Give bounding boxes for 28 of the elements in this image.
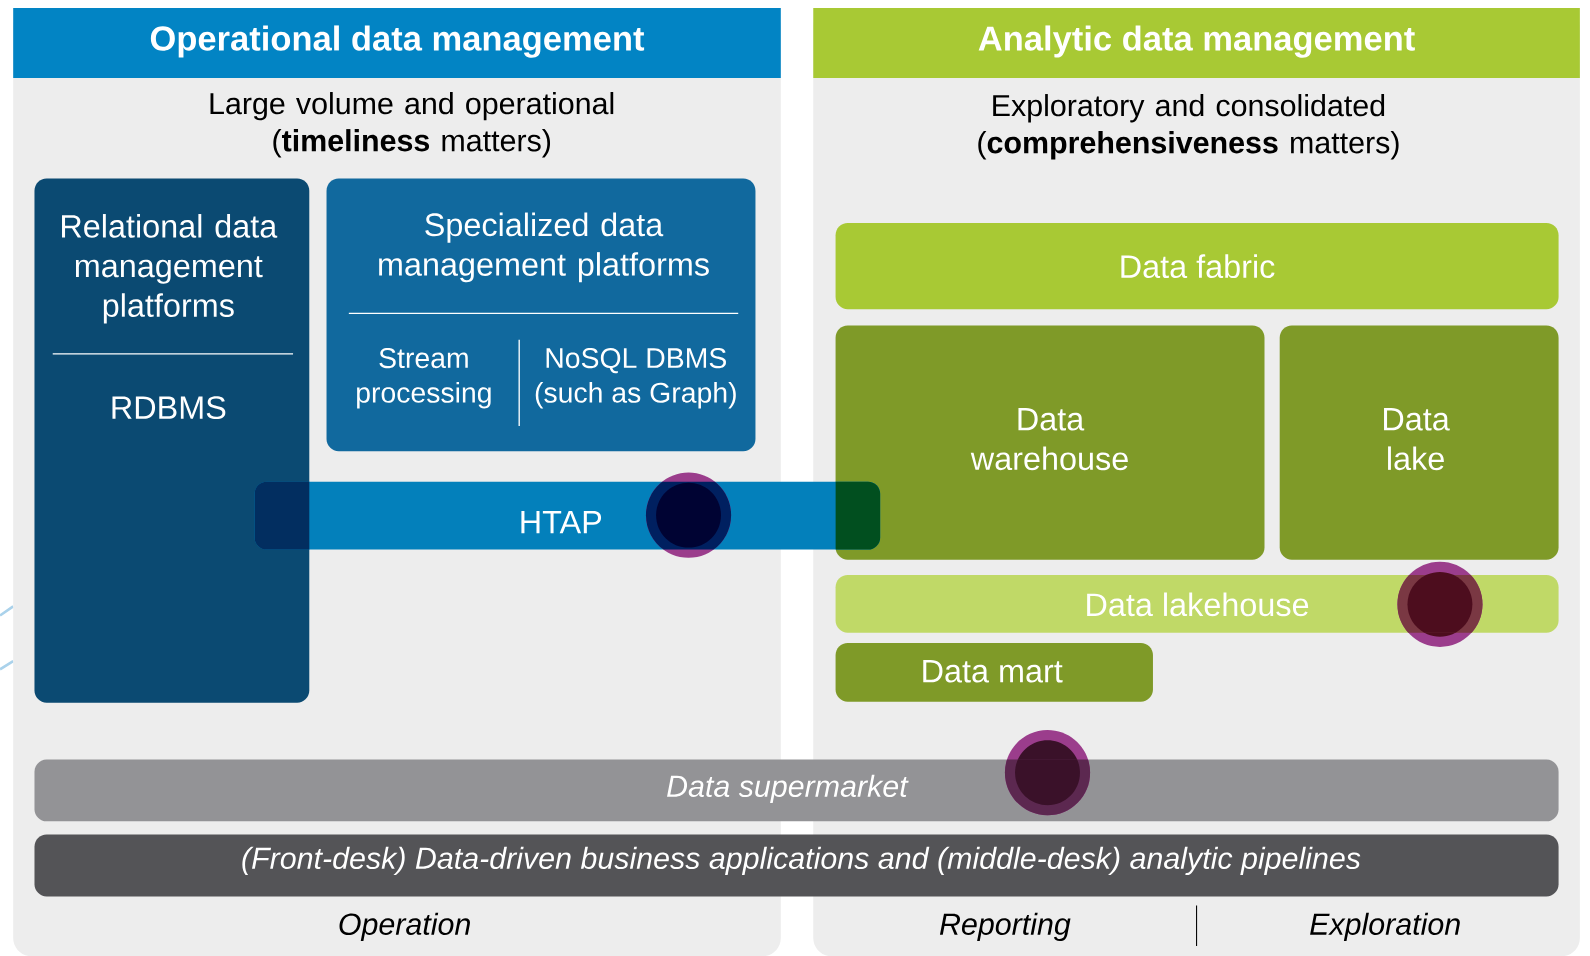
layer-band — [34, 759, 1559, 822]
panel-subtitle: Exploratory and consolidated (comprehensiveness matters) — [978, 93, 1399, 160]
axis-label: Operation — [339, 912, 470, 941]
platform-box — [326, 178, 756, 452]
panel-heading: Operational data management — [150, 25, 645, 58]
platform-box — [835, 325, 1265, 560]
layer-band — [835, 223, 1559, 310]
box-label: Data mart — [923, 659, 1063, 683]
axis-label: Exploration — [1310, 912, 1460, 941]
box-label: Data lakehouse — [1087, 592, 1309, 617]
layer-band — [34, 834, 1559, 897]
box-label: Stream processing — [357, 347, 491, 409]
box-label: Data supermarket — [667, 774, 909, 803]
platform-box — [835, 642, 1153, 702]
box-label: Data fabric — [1121, 254, 1275, 278]
box-label: Data lake — [1384, 407, 1450, 471]
platform-box — [34, 178, 310, 703]
box-label: Data warehouse — [970, 407, 1128, 471]
box-label: (Front-desk) Data-driven business applications and (middle-desk) analytic pipelines — [242, 846, 1361, 875]
platform-box — [1279, 325, 1559, 560]
panel-subtitle: Large volume and operational (timeliness matters) — [210, 91, 614, 158]
box-title: Specialized data management platforms — [379, 212, 709, 283]
box-label: RDBMS — [112, 396, 226, 419]
panel-heading: Analytic data management — [978, 25, 1415, 58]
box-label: NoSQL DBMS (such as Graph) — [535, 347, 736, 409]
box-label: HTAP — [521, 510, 602, 534]
box-title: Relational data management platforms — [62, 213, 278, 324]
axis-label: Reporting — [939, 912, 1071, 941]
